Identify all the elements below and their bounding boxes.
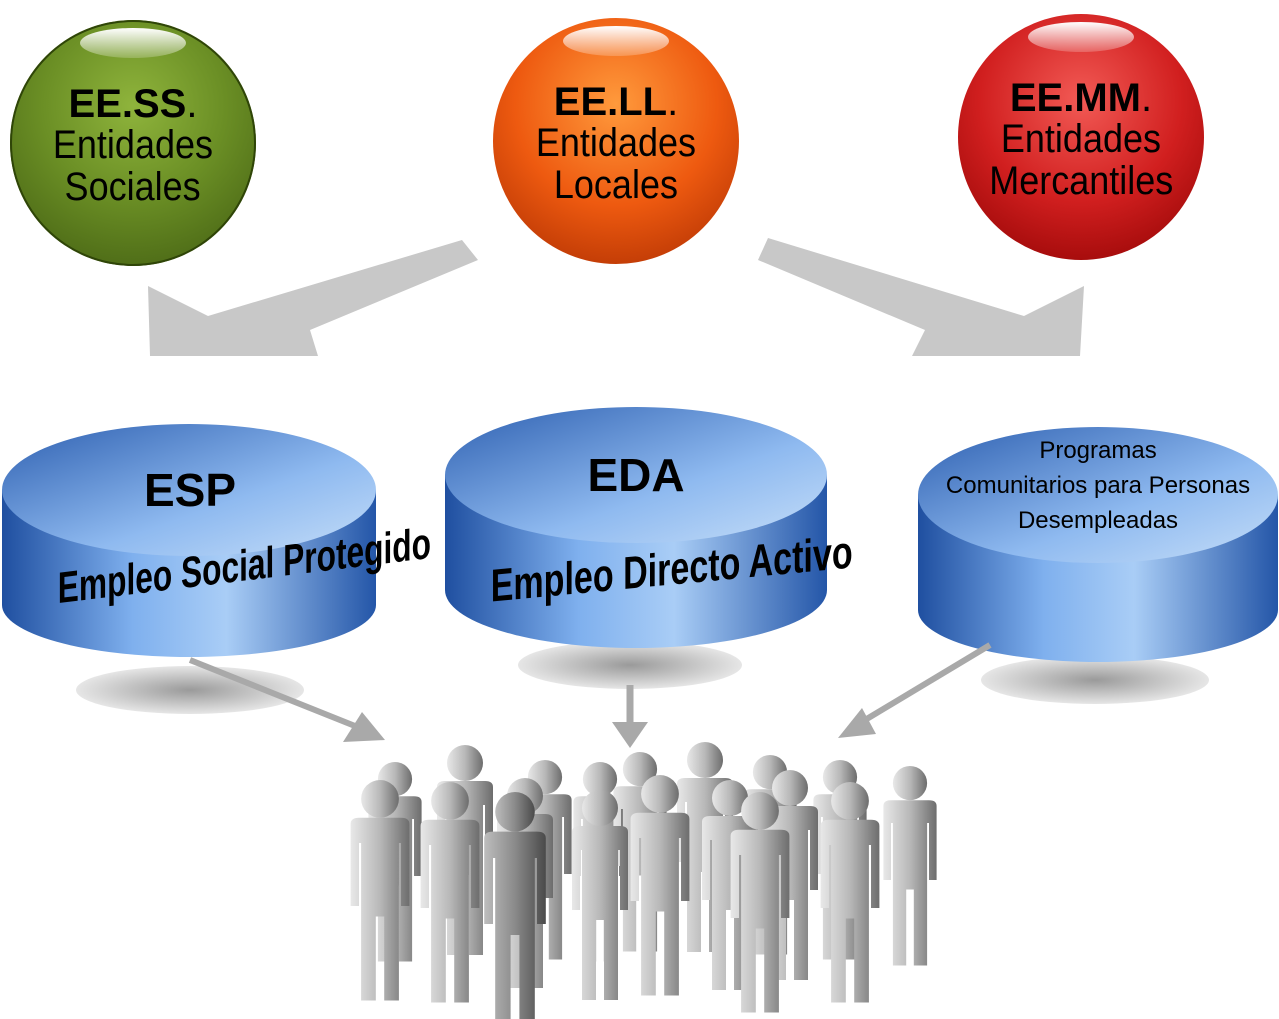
cylinder-esp <box>2 424 376 657</box>
people-crowd <box>350 742 937 1019</box>
cylinder-programs <box>918 427 1278 662</box>
person-figure <box>484 792 546 1019</box>
entity-line1: Entidades <box>1000 117 1162 161</box>
person-figure <box>420 782 480 1003</box>
program-line3: Desempleadas <box>1017 506 1179 534</box>
person-figure <box>883 766 937 966</box>
program-line1: Programas <box>1039 436 1157 464</box>
entity-line2: Mercantiles <box>988 159 1174 203</box>
entity-dot: . <box>186 82 198 126</box>
arrow-programs-to-people <box>838 642 992 738</box>
program-abbr: ESP <box>143 464 237 516</box>
entity-dot: . <box>1141 76 1153 120</box>
arrow-esp-to-people <box>188 657 385 742</box>
entity-dot: . <box>667 80 679 124</box>
cylinder-shadow-esp <box>76 666 304 714</box>
ball-highlight <box>563 26 669 56</box>
entity-ball-social: EE.SS. Entidades Sociales <box>10 20 256 266</box>
program-title-esp: ESP <box>90 460 290 520</box>
cylinder-shadow-programs <box>981 656 1209 704</box>
split-arrow <box>148 238 1084 356</box>
entity-line2: Sociales <box>64 165 202 209</box>
entity-line2: Locales <box>553 163 679 207</box>
arrow-eda-to-people <box>612 685 648 748</box>
ball-highlight <box>80 28 186 58</box>
program-title-eda: EDA <box>536 445 736 505</box>
program-abbr: EDA <box>587 449 685 501</box>
entity-abbr: EE.SS <box>68 82 187 126</box>
entity-abbr: EE.MM <box>1009 76 1141 120</box>
program-title-community: Programas Comunitarios para Personas Des… <box>918 430 1278 540</box>
entity-ball-local: EE.LL. Entidades Locales <box>493 18 739 264</box>
person-figure <box>630 775 690 996</box>
cylinder-eda <box>445 407 827 648</box>
person-figure <box>820 782 880 1003</box>
entity-line1: Entidades <box>52 123 214 167</box>
program-line2: Comunitarios para Personas <box>945 471 1251 499</box>
entity-line1: Entidades <box>535 121 697 165</box>
entity-ball-mercantile: EE.MM. Entidades Mercantiles <box>958 14 1204 260</box>
cylinder-shadow-eda <box>518 641 742 689</box>
entity-abbr: EE.LL <box>553 80 668 124</box>
ball-highlight <box>1028 22 1134 52</box>
person-figure <box>730 792 790 1013</box>
person-figure <box>572 790 628 1000</box>
person-figure <box>350 780 410 1001</box>
